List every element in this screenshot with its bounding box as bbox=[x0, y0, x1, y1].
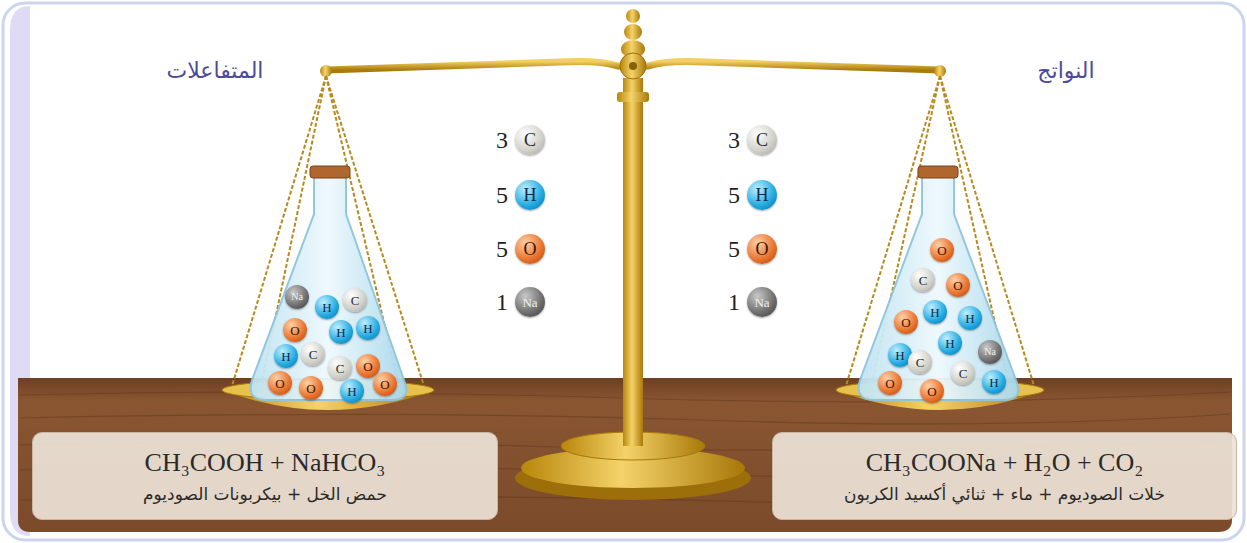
scale-pivot bbox=[629, 62, 637, 70]
atom: H bbox=[982, 370, 1006, 394]
atom: O bbox=[930, 238, 954, 262]
atom: H bbox=[356, 316, 380, 340]
chemical-equation: CH₃COONa + H₂O + CO₂ bbox=[866, 448, 1144, 478]
beam-end bbox=[320, 65, 332, 77]
atom-symbol: O bbox=[290, 324, 299, 337]
atom: H bbox=[315, 295, 339, 319]
scale-beam bbox=[326, 62, 940, 71]
atom: O bbox=[373, 372, 397, 396]
scale-finial bbox=[624, 24, 642, 40]
element-key-atom: H bbox=[515, 180, 545, 210]
element-key-atom: Na bbox=[747, 287, 777, 317]
frame bbox=[3, 3, 1244, 540]
atom-symbol: H bbox=[281, 350, 290, 363]
chemical-equation: CH₃COOH + NaHCO₃ bbox=[145, 448, 386, 478]
atom-symbol: H bbox=[965, 312, 974, 325]
scale-pivot bbox=[620, 53, 646, 79]
atom: O bbox=[299, 376, 323, 400]
atom-symbol: Na bbox=[522, 296, 537, 309]
formula-box: CH₃COONa + H₂O + CO₂ خلات الصوديوم + ماء … bbox=[772, 432, 1237, 520]
atom-symbol: O bbox=[927, 385, 936, 398]
equation-words: خلات الصوديوم + ماء + ثنائي أكسيد الكربو… bbox=[844, 484, 1165, 504]
atom: O bbox=[946, 273, 970, 297]
atom-symbol: O bbox=[275, 377, 284, 390]
scale-pole bbox=[623, 78, 643, 446]
atom-symbol: O bbox=[380, 378, 389, 391]
element-key-atom: Na bbox=[515, 287, 545, 317]
atom-symbol: H bbox=[347, 385, 356, 398]
atom-symbol: O bbox=[885, 377, 894, 390]
atom-symbol: H bbox=[945, 337, 954, 350]
atom: H bbox=[958, 306, 982, 330]
element-key-atom: H bbox=[747, 180, 777, 210]
atom-symbol: H bbox=[363, 322, 372, 335]
atom: H bbox=[938, 331, 962, 355]
scale-pole bbox=[617, 92, 649, 102]
atom-count: 3 bbox=[728, 127, 740, 154]
atom: C bbox=[911, 268, 935, 292]
atom: O bbox=[268, 371, 292, 395]
atom: O bbox=[894, 310, 918, 334]
atom: O bbox=[878, 371, 902, 395]
atom-symbol: O bbox=[524, 240, 537, 258]
atom: C bbox=[343, 288, 367, 312]
atom: Na bbox=[978, 340, 1002, 364]
atom: C bbox=[951, 361, 975, 385]
formula-box: CH₃COOH + NaHCO₃ حمض الخل + بيكربونات الص… bbox=[32, 432, 498, 520]
element-key-atom: O bbox=[515, 234, 545, 264]
atom-symbol: C bbox=[919, 274, 928, 287]
side-title: المتفاعلات bbox=[167, 58, 264, 83]
atom-symbol: O bbox=[756, 240, 769, 258]
atom-symbol: C bbox=[524, 131, 536, 149]
atom-symbol: C bbox=[351, 294, 360, 307]
atom-symbol: H bbox=[895, 349, 904, 362]
atom-count: 1 bbox=[728, 289, 740, 316]
atom-symbol: C bbox=[336, 362, 345, 375]
atom-symbol: O bbox=[937, 244, 946, 257]
element-key-atom: C bbox=[515, 125, 545, 155]
atom-count: 5 bbox=[728, 182, 740, 209]
atom: H bbox=[923, 300, 947, 324]
atom-symbol: O bbox=[901, 316, 910, 329]
atom-symbol: H bbox=[336, 326, 345, 339]
atom-symbol: O bbox=[953, 279, 962, 292]
atom-symbol: H bbox=[322, 301, 331, 314]
atom: C bbox=[908, 350, 932, 374]
atom-symbol: H bbox=[930, 306, 939, 319]
atom: C bbox=[301, 342, 325, 366]
atom-count: 3 bbox=[496, 127, 508, 154]
atom-count: 5 bbox=[496, 182, 508, 209]
scale-finial bbox=[626, 9, 640, 23]
atom: C bbox=[328, 356, 352, 380]
equation-words: حمض الخل + بيكربونات الصوديوم bbox=[143, 484, 387, 504]
atom: H bbox=[274, 344, 298, 368]
atom-symbol: H bbox=[756, 186, 769, 204]
atom-symbol: C bbox=[309, 348, 318, 361]
atom-symbol: H bbox=[524, 186, 537, 204]
atom-symbol: O bbox=[363, 360, 372, 373]
beam-end bbox=[934, 65, 946, 77]
side-title: النواتج bbox=[1037, 58, 1094, 83]
atom-symbol: H bbox=[989, 376, 998, 389]
atom-symbol: O bbox=[306, 382, 315, 395]
atom: Na bbox=[285, 285, 309, 309]
atom-symbol: Na bbox=[984, 347, 996, 357]
atom-symbol: C bbox=[756, 131, 768, 149]
element-key-atom: O bbox=[747, 234, 777, 264]
atom-symbol: Na bbox=[754, 296, 769, 309]
flask bbox=[251, 166, 407, 400]
atom-symbol: Na bbox=[291, 292, 303, 302]
atom-count: 5 bbox=[496, 236, 508, 263]
atom: H bbox=[340, 379, 364, 403]
atom-count: 5 bbox=[728, 236, 740, 263]
atom-count: 1 bbox=[496, 289, 508, 316]
atom-symbol: C bbox=[916, 356, 925, 369]
atom: H bbox=[329, 320, 353, 344]
element-key-atom: C bbox=[747, 125, 777, 155]
flask bbox=[859, 166, 1019, 400]
atom: O bbox=[920, 379, 944, 403]
atom: O bbox=[283, 318, 307, 342]
atom-symbol: C bbox=[959, 367, 968, 380]
